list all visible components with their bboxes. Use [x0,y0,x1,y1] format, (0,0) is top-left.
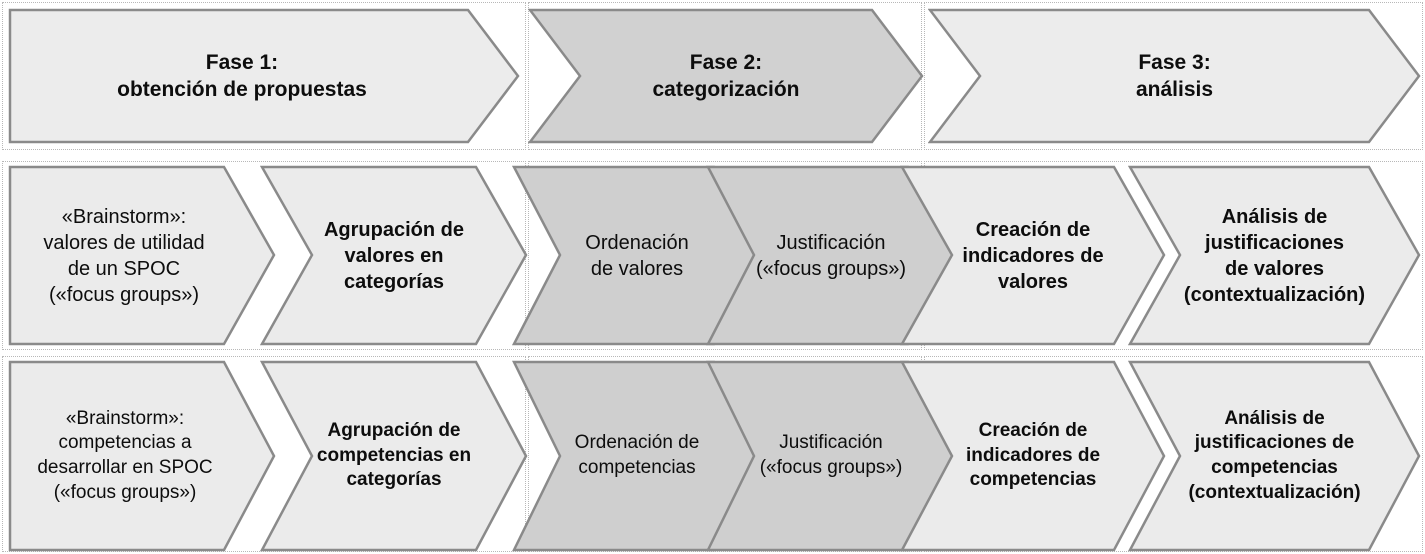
step-indicadores-competencias[interactable]: Creación de indicadores de competencias [900,358,1166,554]
step-agrupacion-valores[interactable]: Agrupación de valores en categorías [260,163,528,348]
phase-header-band: Fase 1: obtención de propuestas Fase 2: … [0,0,1425,152]
step-agrupacion-competencias[interactable]: Agrupación de competencias en categorías [260,358,528,554]
phase-chevron-fase-3[interactable]: Fase 3: análisis [928,0,1421,152]
step-brainstorm-competencias[interactable]: «Brainstorm»: competencias a desarrollar… [8,358,276,554]
step-brainstorm-valores[interactable]: «Brainstorm»: valores de utilidad de un … [8,163,276,348]
competences-step-row: «Brainstorm»: competencias a desarrollar… [0,358,1425,554]
chevron-shape-icon [900,165,1166,346]
step-analisis-competencias[interactable]: Análisis de justificaciones de competenc… [1128,358,1421,554]
step-indicadores-valores[interactable]: Creación de indicadores de valores [900,163,1166,348]
chevron-shape-icon [928,8,1421,144]
chevron-shape-icon [1128,360,1421,552]
values-step-row: «Brainstorm»: valores de utilidad de un … [0,163,1425,348]
chevron-shape-icon [260,165,528,346]
chevron-shape-icon [8,165,276,346]
phase-chevron-fase-2[interactable]: Fase 2: categorización [528,0,924,152]
chevron-shape-icon [1128,165,1421,346]
chevron-shape-icon [900,360,1166,552]
step-analisis-valores[interactable]: Análisis de justificaciones de valores (… [1128,163,1421,348]
chevron-shape-icon [528,8,924,144]
phase-chevron-fase-1[interactable]: Fase 1: obtención de propuestas [8,0,520,152]
chevron-shape-icon [8,8,520,144]
chevron-shape-icon [8,360,276,552]
chevron-shape-icon [260,360,528,552]
